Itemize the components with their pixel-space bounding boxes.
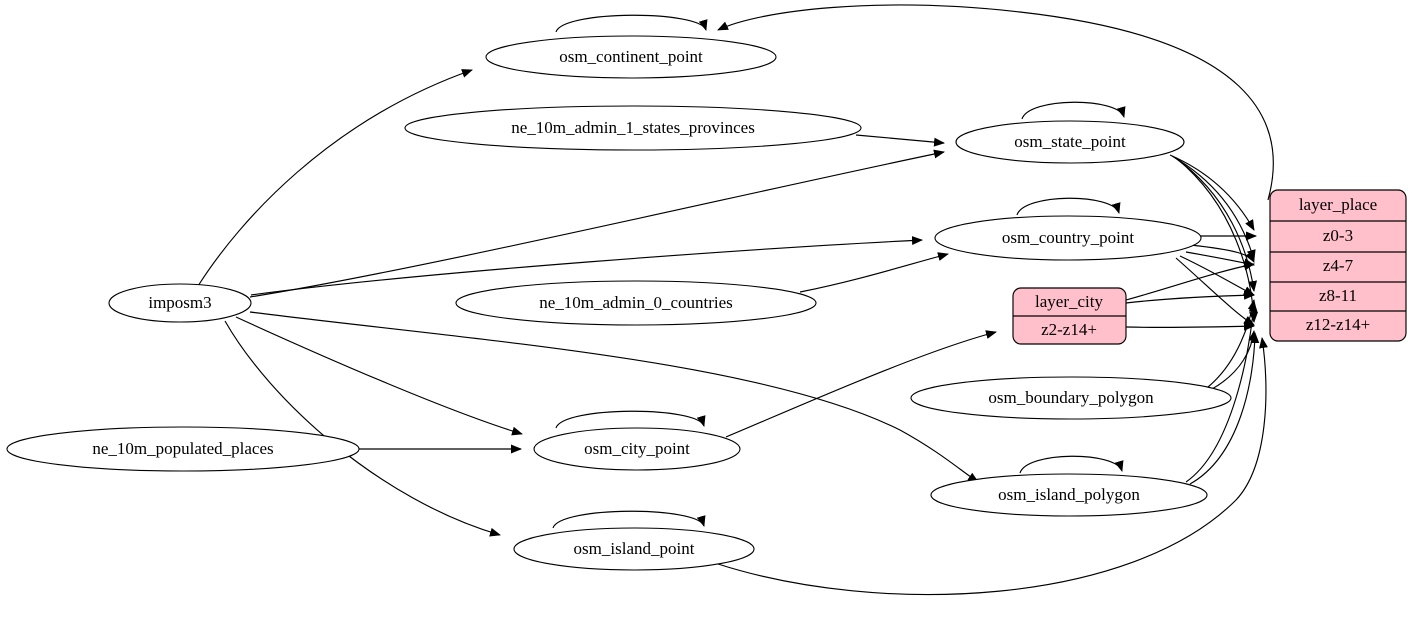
record-row-layer_city-z2-z14: z2-z14+ [1041,320,1097,339]
edge-layer_city-to-layer_place-z4-7 [1125,261,1255,301]
node-label-osm_country_point: osm_country_point [1002,228,1134,247]
node-label-osm_island_point: osm_island_point [574,539,695,558]
node-label-ne_10m_admin_1_states_provinces: ne_10m_admin_1_states_provinces [511,118,755,137]
edge-osm_continent_point-to-layer_place-z4-7 [1189,244,1255,263]
edge-imposm3-to-osm_island_point [224,320,501,537]
edge-ne_10m_admin_1_states_provinces-to-osm_state_point [855,134,945,147]
edge-osm_island_polygon-to-layer_place-z8-11 [1185,301,1258,483]
edge-self-loop-osm_state_point [1021,101,1126,120]
edge-imposm3-to-osm_state_point [249,149,945,298]
edge-layer_city-to-layer_place-z8-11 [1125,290,1255,304]
edge-osm_country_point-to-layer_place-z8-11 [1179,255,1255,296]
node-ne_10m_admin_1_states_provinces[interactable]: ne_10m_admin_1_states_provinces [404,105,862,151]
record-row-layer_city-header: layer_city [1035,292,1103,311]
edge-osm_country_point-to-layer_place-z12 [1175,257,1255,326]
node-label-imposm3: imposm3 [148,293,211,312]
record-row-layer_place-z8-11: z8-11 [1319,286,1357,305]
record-node-layer_city[interactable]: layer_city z2-z14+ [1012,287,1127,345]
node-label-osm_state_point: osm_state_point [1014,132,1126,151]
node-label-osm_boundary_polygon: osm_boundary_polygon [988,388,1154,407]
node-ne_10m_admin_0_countries[interactable]: ne_10m_admin_0_countries [455,280,817,326]
record-row-layer_place-z0-3: z0-3 [1323,226,1353,245]
edge-self-loop-osm_continent_point [555,14,708,33]
edge-imposm3-to-osm_island_polygon [249,311,979,483]
node-osm_island_polygon[interactable]: osm_island_polygon [930,473,1208,517]
node-label-ne_10m_populated_places: ne_10m_populated_places [92,439,273,458]
node-imposm3[interactable]: imposm3 [108,283,252,323]
node-osm_city_point[interactable]: osm_city_point [533,427,741,471]
edge-osm_city_point-to-layer_city [725,330,997,438]
nodes-layer: imposm3 osm_continent_point ne_10m_admin… [6,35,1407,571]
node-osm_boundary_polygon[interactable]: osm_boundary_polygon [910,376,1232,420]
edge-layer_city-to-layer_place-z12 [1125,321,1255,331]
node-osm_state_point[interactable]: osm_state_point [955,120,1185,164]
edge-osm_island_point-to-layer_place-z12 [717,337,1268,596]
edge-self-loop-osm_island_point [552,510,706,529]
edges-layer [197,4,1274,596]
node-label-ne_10m_admin_0_countries: ne_10m_admin_0_countries [539,293,733,312]
record-row-layer_place-z4-7: z4-7 [1323,256,1354,275]
edge-osm_state_point-to-layer_place-z4-7 [1171,155,1256,261]
edge-osm_state_point-to-layer_place-z8-11 [1173,156,1258,292]
edge-imposm3-to-osm_country_point [250,235,923,296]
edge-osm_boundary_polygon-to-layer_place-z8-11 [1207,299,1257,388]
edge-self-loop-osm_island_polygon [1019,455,1124,474]
edge-imposm3-to-osm_continent_point [197,69,473,287]
edge-imposm3-to-osm_city_point [235,316,523,436]
edge-self-loop-osm_country_point [1016,197,1121,216]
record-row-layer_place-header: layer_place [1299,195,1377,214]
edge-osm_boundary_polygon-to-layer_place-z12 [1211,330,1258,390]
node-osm_island_point[interactable]: osm_island_point [513,527,755,571]
node-osm_continent_point[interactable]: osm_continent_point [485,35,777,79]
node-ne_10m_populated_places[interactable]: ne_10m_populated_places [6,426,360,472]
edge-self-loop-osm_city_point [555,410,706,429]
node-label-osm_city_point: osm_city_point [584,439,690,458]
edge-osm_state_point-to-layer_place-z0-3 [1169,154,1255,231]
node-label-osm_island_polygon: osm_island_polygon [998,485,1140,504]
edge-osm_island_polygon-to-layer_place-z12 [1189,332,1260,485]
edge-ne_10m_admin_0_countries-to-osm_country_point [799,252,949,293]
record-row-layer_place-z12-z14: z12-z14+ [1306,315,1370,334]
edge-layer_place-return-to-osm_continent_point [717,4,1274,201]
node-osm_country_point[interactable]: osm_country_point [934,215,1202,261]
node-label-osm_continent_point: osm_continent_point [559,47,703,66]
record-node-layer_place[interactable]: layer_place z0-3 z4-7 z8-11 z12-z14+ [1269,189,1407,342]
